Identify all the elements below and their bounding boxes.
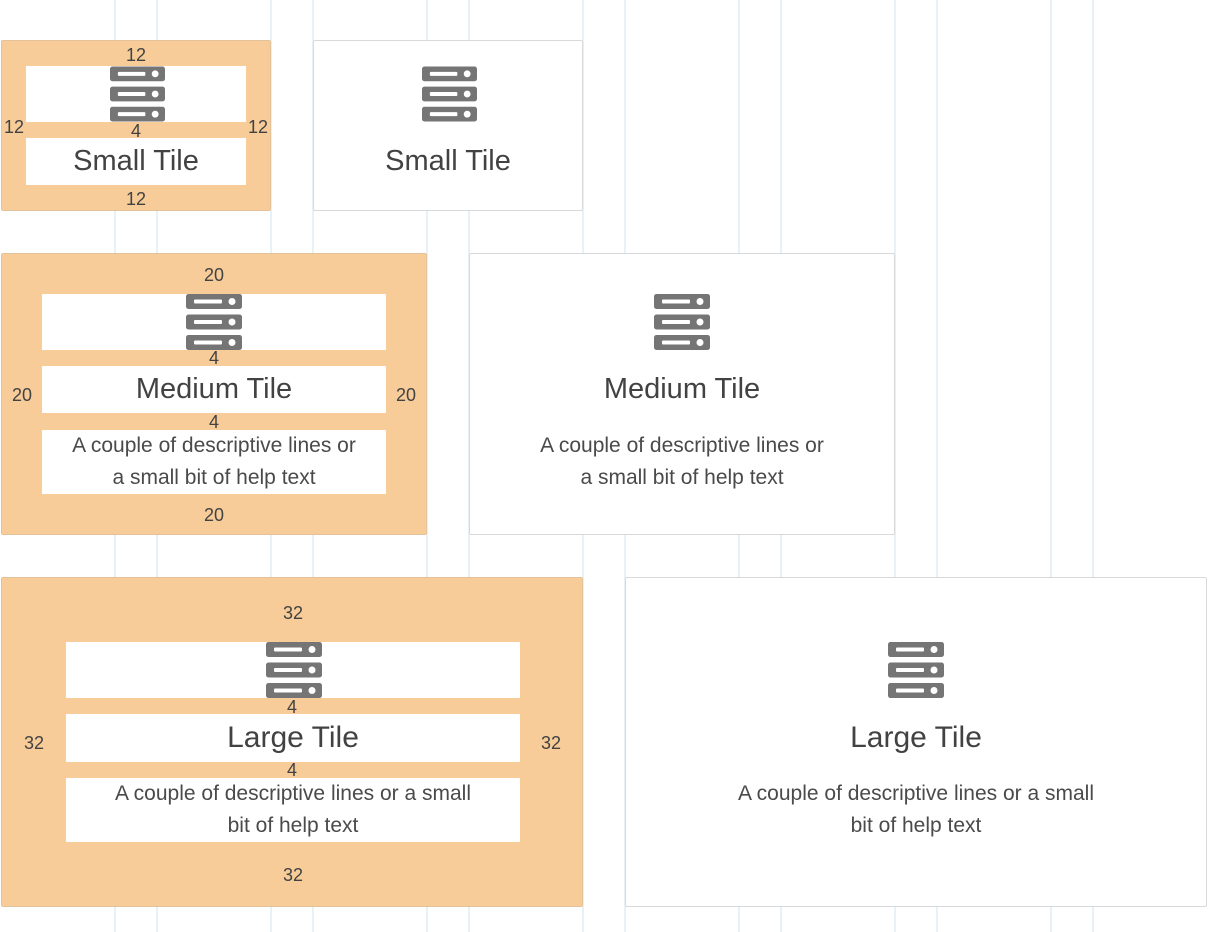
padding-top-label: 32: [282, 603, 304, 623]
tile-title: Medium Tile: [135, 373, 293, 405]
large-tile[interactable]: [625, 577, 1207, 907]
server-icon: [888, 642, 944, 698]
padding-left-label: 20: [11, 385, 33, 405]
description-line: a small bit of help text: [580, 466, 784, 489]
gridline: [894, 0, 896, 932]
description-line: a small bit of help text: [112, 466, 316, 489]
large-description-area: A couple of descriptive lines or a small…: [689, 778, 1143, 842]
padding-left-label: 32: [23, 733, 45, 753]
gridline: [426, 0, 428, 932]
server-icon: [422, 66, 477, 122]
padding-bottom-label: 32: [282, 865, 304, 885]
tile-title: Large Tile: [227, 721, 359, 754]
gridline: [1050, 0, 1052, 932]
description-line: bit of help text: [227, 814, 359, 837]
server-icon: [110, 66, 165, 122]
padding-right-label: 32: [540, 733, 562, 753]
description-line: A couple of descriptive lines or: [540, 434, 824, 457]
gap-label: 4: [286, 697, 298, 717]
padding-top-label: 12: [125, 45, 147, 65]
padding-right-label: 20: [395, 385, 417, 405]
description-line: bit of help text: [850, 814, 982, 837]
tile-title: Medium Tile: [603, 373, 761, 405]
tile-title: Large Tile: [850, 721, 982, 754]
gridline: [1092, 0, 1094, 932]
padding-top-label: 20: [203, 265, 225, 285]
server-icon: [186, 294, 242, 350]
tile-title: Small Tile: [385, 145, 511, 177]
padding-bottom-label: 20: [203, 505, 225, 525]
medium-description-area: A couple of descriptive lines or a small…: [510, 430, 854, 494]
description-line: A couple of descriptive lines or a small: [737, 782, 1094, 805]
medium-description-area: A couple of descriptive lines or a small…: [42, 430, 386, 494]
server-icon: [266, 642, 322, 698]
large-description-area: A couple of descriptive lines or a small…: [66, 778, 520, 842]
small-title-area: Small Tile: [26, 138, 246, 185]
gap-label: 4: [286, 760, 298, 780]
large-title-area: Large Tile: [689, 714, 1143, 762]
gap-label: 4: [208, 412, 220, 432]
description-line: A couple of descriptive lines or a small: [114, 782, 471, 805]
tile-title: Small Tile: [73, 145, 199, 177]
padding-bottom-label: 12: [125, 189, 147, 209]
medium-title-area: Medium Tile: [510, 366, 854, 413]
large-title-area: Large Tile: [66, 714, 520, 762]
gap-label: 4: [208, 348, 220, 368]
description-line: A couple of descriptive lines or: [72, 434, 356, 457]
server-icon: [654, 294, 710, 350]
gap-label: 4: [130, 121, 142, 141]
padding-right-label: 12: [247, 117, 269, 137]
gridline: [936, 0, 938, 932]
medium-title-area: Medium Tile: [42, 366, 386, 413]
small-title-area: Small Tile: [338, 138, 558, 185]
padding-left-label: 12: [3, 117, 25, 137]
